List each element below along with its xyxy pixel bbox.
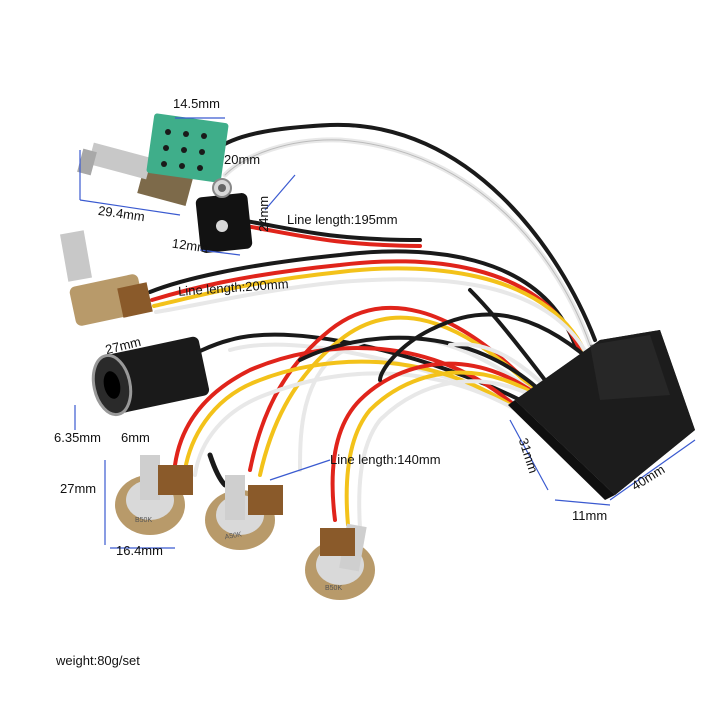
dim-jack-diameter: 6.35mm — [54, 430, 101, 445]
weight-label: weight:80g/set — [56, 653, 140, 668]
dimension-guides — [74, 117, 696, 549]
switch-pot — [77, 113, 229, 206]
dim-battery-height: 24mm — [256, 195, 271, 232]
preamp-box — [508, 330, 695, 500]
pot-1-marking: B50K — [135, 517, 152, 524]
dim-preamp-thickness: 11mm — [572, 508, 608, 523]
pot-3 — [305, 523, 375, 600]
pot-2 — [205, 475, 283, 550]
dim-pot-height: 27mm — [60, 481, 97, 496]
dim-pot-width: 16.4mm — [116, 543, 163, 558]
wire-harness — [148, 122, 597, 530]
dim-shaft-diameter: 6mm — [121, 430, 150, 445]
volume-pot-top — [60, 230, 153, 326]
dim-switch-height: 20mm — [224, 152, 261, 167]
output-jack — [91, 336, 210, 417]
line-length-pots: Line length:140mm — [330, 452, 441, 467]
battery-clip — [195, 178, 253, 253]
pot-3-marking: B50K — [325, 585, 342, 592]
pot-2-marking: A50K — [224, 531, 242, 541]
pot-1 — [115, 455, 193, 535]
line-length-battery: Line length:195mm — [287, 212, 398, 227]
dim-switch-width: 14.5mm — [173, 96, 220, 111]
